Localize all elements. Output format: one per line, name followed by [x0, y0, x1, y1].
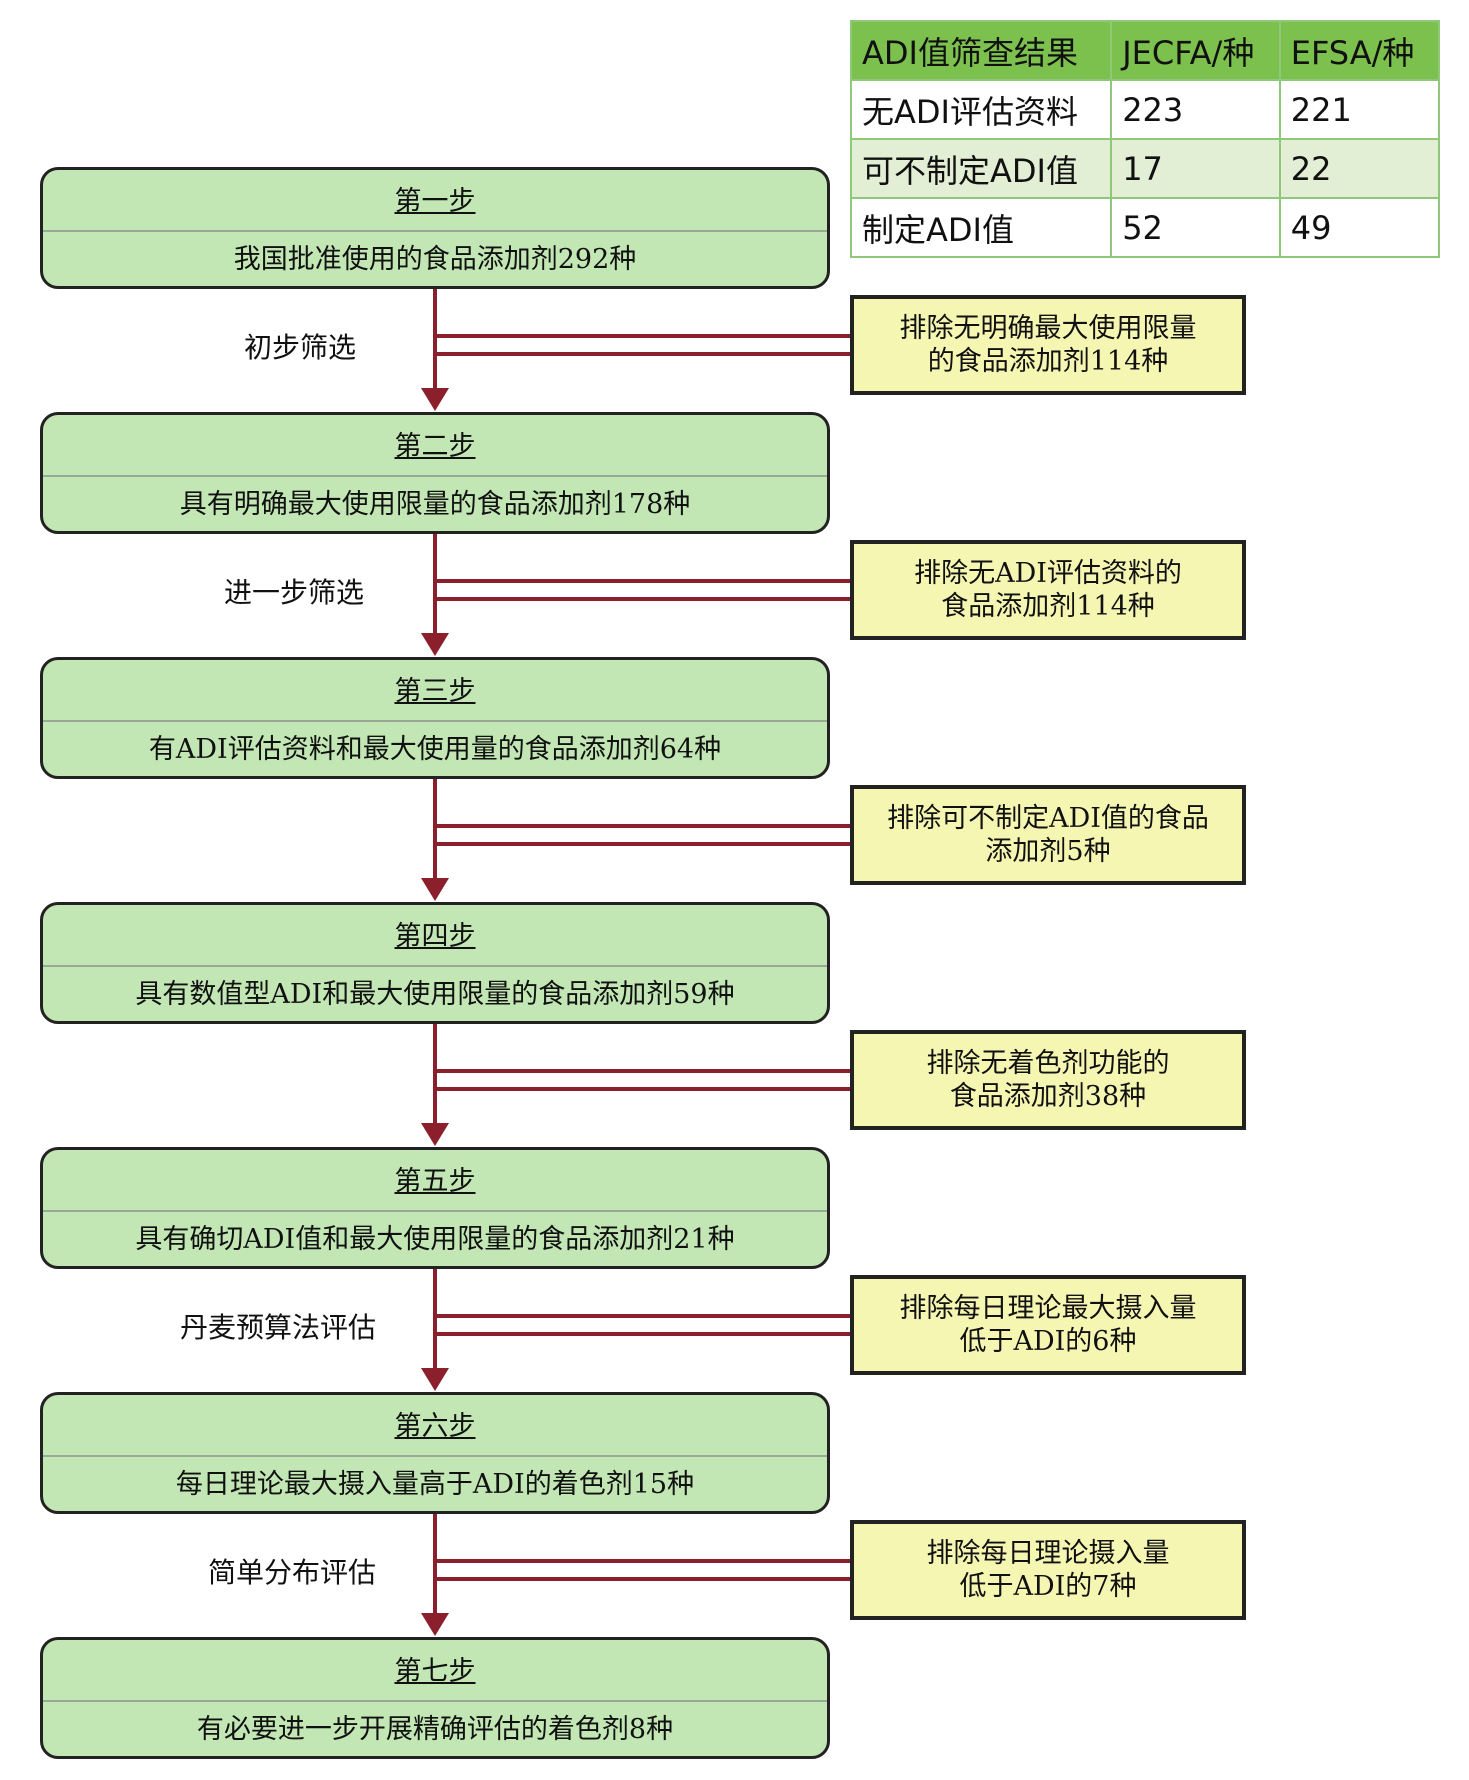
- step-box-5: 第五步 具有确切ADI值和最大使用限量的食品添加剂21种: [40, 1147, 830, 1269]
- step-box-4: 第四步 具有数值型ADI和最大使用限量的食品添加剂59种: [40, 902, 830, 1024]
- step-box-3: 第三步 有ADI评估资料和最大使用量的食品添加剂64种: [40, 657, 830, 779]
- exclusion-box-6: 排除每日理论摄入量低于ADI的7种: [850, 1520, 1246, 1620]
- step-text: 具有明确最大使用限量的食品添加剂178种: [179, 489, 691, 520]
- step-box-6: 第六步 每日理论最大摄入量高于ADI的着色剂15种: [40, 1392, 830, 1514]
- step-title: 第一步: [394, 186, 476, 217]
- step-divider: [43, 1700, 827, 1702]
- table-row: 制定ADI值 52 49: [849, 197, 1441, 258]
- table-header-cell: EFSA/种: [1278, 20, 1441, 81]
- table-row: 可不制定ADI值 17 22: [849, 138, 1441, 199]
- step-text: 有ADI评估资料和最大使用量的食品添加剂64种: [148, 734, 722, 765]
- exclusion-box-4: 排除无着色剂功能的食品添加剂38种: [850, 1030, 1246, 1130]
- flow-arrow-head: [421, 1123, 449, 1146]
- step-title: 第四步: [394, 921, 476, 952]
- step-divider: [43, 475, 827, 477]
- table-cell: 49: [1278, 197, 1441, 258]
- exclusion-text: 排除无着色剂功能的: [926, 1048, 1170, 1079]
- flow-arrow-head: [421, 878, 449, 901]
- step-divider: [43, 1455, 827, 1457]
- table-row: 无ADI评估资料 223 221: [849, 79, 1441, 140]
- exclusion-box-2: 排除无ADI评估资料的食品添加剂114种: [850, 540, 1246, 640]
- table-header-cell: ADI值筛查结果: [849, 20, 1113, 81]
- exclusion-box-1: 排除无明确最大使用限量的食品添加剂114种: [850, 295, 1246, 395]
- step-text: 具有确切ADI值和最大使用限量的食品添加剂21种: [135, 1224, 735, 1255]
- step-title: 第三步: [394, 676, 476, 707]
- step-box-7: 第七步 有必要进一步开展精确评估的着色剂8种: [40, 1637, 830, 1759]
- step-divider: [43, 1210, 827, 1212]
- step-title: 第五步: [394, 1166, 476, 1197]
- exclusion-text: 添加剂5种: [985, 836, 1111, 867]
- exclusion-text: 排除无ADI评估资料的: [914, 558, 1182, 589]
- step-title: 第二步: [394, 431, 476, 462]
- table-cell: 22: [1278, 138, 1441, 199]
- exclusion-text: 排除每日理论最大摄入量: [899, 1293, 1197, 1324]
- transition-label: 简单分布评估: [208, 1556, 377, 1589]
- step-text: 每日理论最大摄入量高于ADI的着色剂15种: [175, 1469, 695, 1500]
- step-title: 第六步: [394, 1411, 476, 1442]
- transition-label: 初步筛选: [244, 331, 357, 364]
- step-divider: [43, 965, 827, 967]
- step-text: 我国批准使用的食品添加剂292种: [233, 244, 637, 275]
- table-cell: 221: [1278, 79, 1441, 140]
- table-cell: 223: [1110, 79, 1281, 140]
- step-box-1: 第一步 我国批准使用的食品添加剂292种: [40, 167, 830, 289]
- flow-arrow-head: [421, 633, 449, 656]
- step-divider: [43, 720, 827, 722]
- table-cell: 可不制定ADI值: [849, 138, 1113, 199]
- exclusion-text: 低于ADI的7种: [959, 1571, 1137, 1602]
- exclusion-box-3: 排除可不制定ADI值的食品添加剂5种: [850, 785, 1246, 885]
- transition-label: 进一步筛选: [224, 576, 365, 609]
- step-title: 第七步: [394, 1656, 476, 1687]
- exclusion-text: 食品添加剂38种: [949, 1081, 1147, 1112]
- table-cell: 无ADI评估资料: [849, 79, 1113, 140]
- flow-arrow-head: [421, 1613, 449, 1636]
- exclusion-text: 排除无明确最大使用限量: [899, 313, 1197, 344]
- exclusion-text: 排除每日理论摄入量: [926, 1538, 1170, 1569]
- flow-arrow-head: [421, 388, 449, 411]
- table-cell: 52: [1110, 197, 1281, 258]
- table-cell: 制定ADI值: [849, 197, 1113, 258]
- step-box-2: 第二步 具有明确最大使用限量的食品添加剂178种: [40, 412, 830, 534]
- table-header-row: ADI值筛查结果 JECFA/种 EFSA/种: [849, 20, 1441, 81]
- table-header-cell: JECFA/种: [1110, 20, 1281, 81]
- exclusion-text: 的食品添加剂114种: [927, 346, 1169, 377]
- exclusion-text: 低于ADI的6种: [959, 1326, 1137, 1357]
- step-text: 具有数值型ADI和最大使用限量的食品添加剂59种: [135, 979, 735, 1010]
- adi-results-table: ADI值筛查结果 JECFA/种 EFSA/种 无ADI评估资料 223 221…: [849, 20, 1441, 258]
- exclusion-text: 食品添加剂114种: [941, 591, 1155, 622]
- step-text: 有必要进一步开展精确评估的着色剂8种: [196, 1714, 674, 1745]
- table-cell: 17: [1110, 138, 1281, 199]
- step-divider: [43, 230, 827, 232]
- flow-arrow-head: [421, 1368, 449, 1391]
- exclusion-text: 排除可不制定ADI值的食品: [887, 803, 1209, 834]
- exclusion-box-5: 排除每日理论最大摄入量低于ADI的6种: [850, 1275, 1246, 1375]
- transition-label: 丹麦预算法评估: [180, 1311, 377, 1344]
